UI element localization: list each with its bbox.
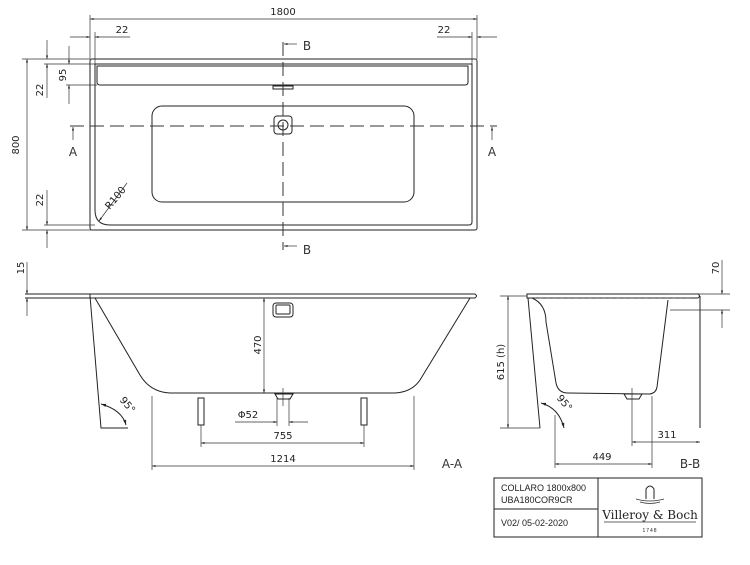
brand-year: 1748 [642,528,657,534]
dim-rim-thickness: 15 [16,262,27,275]
dim-drain-offset: 311 [657,430,676,441]
inner-rim [94,63,473,226]
model-name: COLLARO 1800x800 [501,483,586,493]
dim-rim-left: 22 [116,25,129,36]
dim-height: 615 (h) [496,344,507,381]
dim-angle: 95° [117,395,137,416]
dim-rim-top: 22 [35,84,46,97]
dim-radius: R100 [104,185,129,212]
apron-line [89,295,128,429]
brand-logo-icon [635,485,665,504]
dim-depth: 470 [253,335,264,354]
bowl-profile-b [531,297,669,395]
dim-feet-spacing: 755 [273,431,292,442]
dim-drain-diameter: Φ52 [238,410,259,421]
dim-shelf: 95 [58,69,69,82]
apron-line-b [527,297,541,429]
section-a-a: 95° 15 470 Φ52 755 1214 A-A [16,262,477,471]
brand-name: Villeroy & Boch [601,508,698,522]
version-date: V02/ 05-02-2020 [501,518,568,528]
top-view: 1800 22 22 800 22 95 22 R100 A A B B [11,7,497,257]
section-label-aa: A-A [442,457,463,471]
dim-rim-bottom: 22 [35,194,46,207]
drain-b [623,393,643,400]
section-label-bb: B-B [680,457,700,471]
rim-profile-b [526,293,700,299]
section-b-bottom-label: B [303,243,311,257]
dim-bottom-width: 449 [592,452,611,463]
dim-rim-right: 22 [438,25,451,36]
section-a-left-label: A [69,145,78,159]
bowl-profile [94,297,471,394]
section-a-right-label: A [488,145,497,159]
dim-bottom-length: 1214 [270,454,295,465]
foot-right [360,397,368,426]
rim-profile [89,293,477,299]
section-b-top-label: B [303,39,311,53]
dim-rim-offset: 70 [711,262,722,275]
overflow [272,302,294,318]
dim-800: 800 [11,135,22,154]
dim-angle-b: 95° [554,393,574,414]
drain [274,393,294,400]
model-code: UBA180COR9CR [501,495,573,505]
section-b-b: 615 (h) 70 95° 311 449 B-B [496,260,730,471]
dim-1800: 1800 [270,7,295,18]
foot-left [197,397,205,426]
shelf [96,65,469,86]
title-block: COLLARO 1800x800 UBA180COR9CR V02/ 05-02… [493,477,703,538]
